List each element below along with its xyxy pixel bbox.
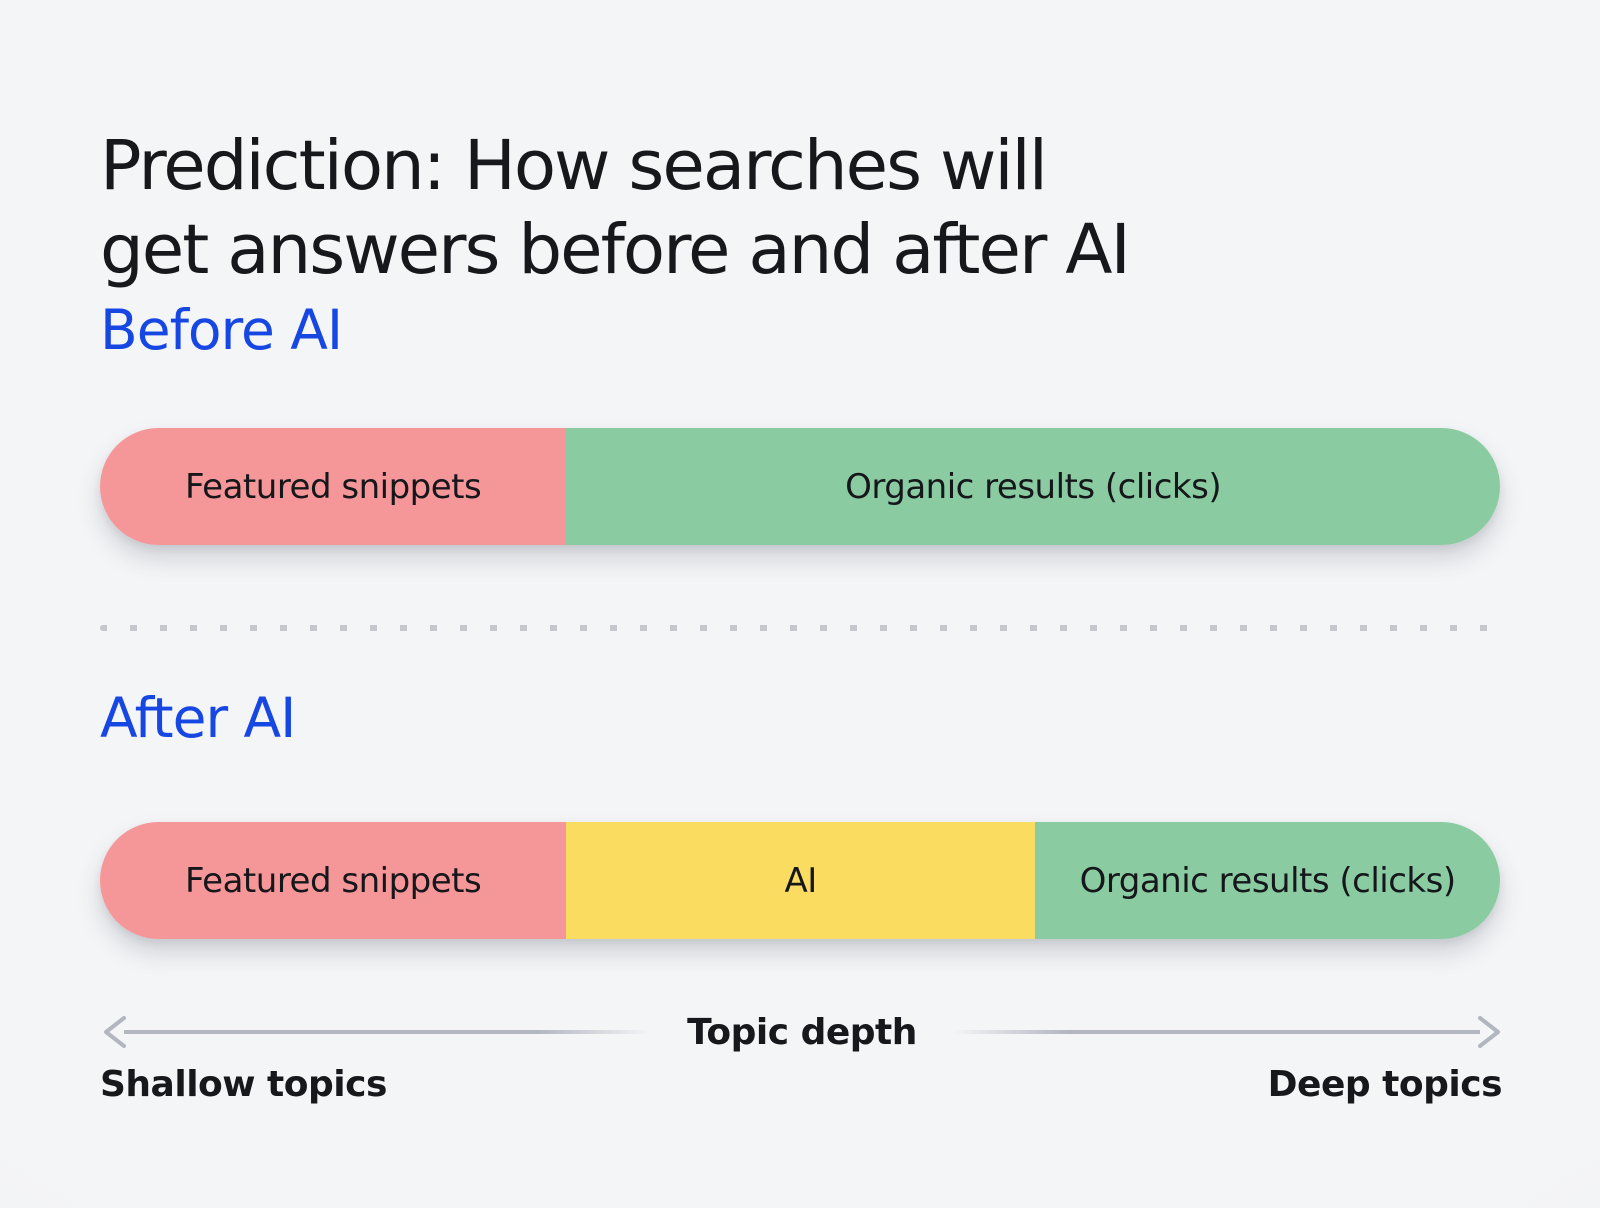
bar-before-ai: Featured snippets Organic results (clicks…	[100, 428, 1500, 545]
bar-segment-label: AI	[784, 860, 818, 901]
dashed-divider	[100, 625, 1502, 631]
bar-segment: Featured snippets	[100, 428, 567, 545]
bar-segment: Organic results (clicks)	[1035, 822, 1500, 939]
axis-line-right	[952, 1030, 1481, 1034]
axis-endpoint-shallow: Shallow topics	[100, 1064, 387, 1105]
section-label-after-ai: After AI	[100, 686, 296, 750]
bar-segment-label: Organic results (clicks)	[1079, 860, 1456, 901]
axis-line-left	[124, 1030, 652, 1034]
bar-segment: Organic results (clicks)	[566, 428, 1500, 545]
axis-endpoint-deep: Deep topics	[1267, 1064, 1503, 1105]
bar-segment-label: Featured snippets	[184, 860, 482, 901]
page-title-line2: get answers before and after AI	[100, 210, 1131, 291]
page-title: Prediction: How searches will get answer…	[100, 124, 1131, 292]
axis-title: Topic depth	[687, 1011, 917, 1053]
bar-segment-label: Organic results (clicks)	[845, 466, 1222, 507]
arrow-left-icon	[104, 1016, 126, 1048]
axis-endpoint-labels: Shallow topics Deep topics	[100, 1064, 1503, 1105]
arrow-right-icon	[1478, 1016, 1501, 1048]
bar-after-ai: Featured snippets AI Organic results (clic…	[100, 822, 1500, 939]
topic-depth-axis: Topic depth	[100, 1010, 1504, 1054]
bar-segment-label: Featured snippets	[184, 466, 482, 507]
section-label-before-ai: Before AI	[100, 298, 343, 362]
bar-segment: AI	[566, 822, 1036, 939]
page-title-line1: Prediction: How searches will	[100, 126, 1048, 207]
bar-segment: Featured snippets	[100, 822, 567, 939]
